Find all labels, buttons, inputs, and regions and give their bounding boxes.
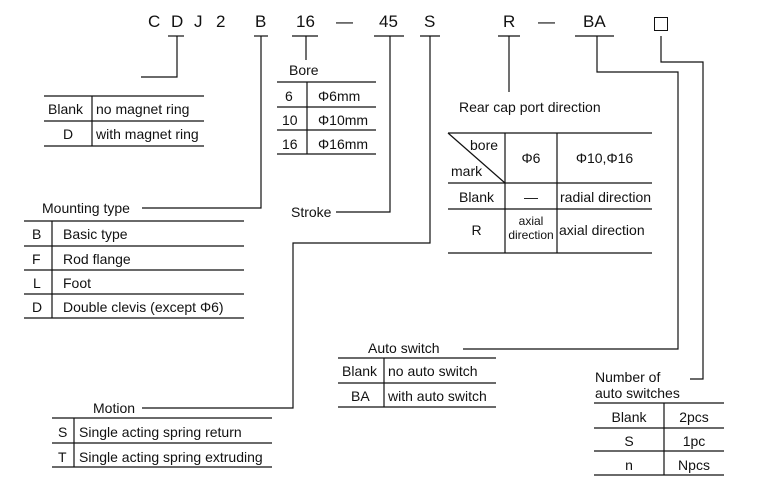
- rear-cap-row-blank-phi6: —: [524, 189, 538, 205]
- stroke-title: Stroke: [291, 204, 332, 220]
- magnet-row-d-desc: with magnet ring: [96, 126, 199, 142]
- rear-cap-header-mark: mark: [451, 163, 483, 179]
- bore-row-10-code: 10: [282, 112, 298, 128]
- num-switches-row-n-code: n: [625, 457, 633, 473]
- num-switches-title-line2: auto switches: [595, 385, 680, 401]
- mounting-row-d-code: D: [32, 299, 43, 315]
- code-r: R: [503, 12, 516, 31]
- motion-row-t-code: T: [58, 449, 67, 465]
- mounting-row-b-desc: Basic type: [63, 226, 128, 242]
- mounting-row-l-desc: Foot: [63, 275, 92, 291]
- num-switches-title-line1: Number of: [595, 369, 661, 385]
- mounting-row-f-code: F: [32, 251, 41, 267]
- rear-cap-row-r-phi10-16: axial direction: [559, 222, 645, 238]
- mounting-row-l-code: L: [33, 275, 41, 291]
- motion-row-t-desc: Single acting spring extruding: [79, 449, 263, 465]
- code-b: B: [255, 12, 267, 31]
- mounting-row-b-code: B: [32, 226, 42, 242]
- magnet-row-blank-code: Blank: [48, 101, 84, 117]
- bore-title: Bore: [289, 62, 319, 78]
- rear-cap-row-r-phi6-line2: direction: [508, 228, 554, 242]
- auto-switch-row-ba-code: BA: [351, 388, 370, 404]
- num-switches-row-n-desc: Npcs: [678, 457, 710, 473]
- code-switch-count-box: [654, 17, 668, 31]
- code-45: 45: [379, 12, 398, 31]
- code-ba: BA: [583, 12, 606, 31]
- rear-cap-row-blank-phi10-16: radial direction: [560, 189, 652, 205]
- auto-switch-row-blank-code: Blank: [342, 363, 378, 379]
- motion-title: Motion: [93, 400, 136, 416]
- magnet-row-d-code: D: [63, 126, 74, 142]
- rear-cap-title: Rear cap port direction: [459, 99, 601, 115]
- mounting-title: Mounting type: [42, 200, 130, 216]
- code-j: J: [194, 12, 203, 31]
- mounting-row-d-desc: Double clevis (except Φ6): [63, 299, 224, 315]
- rear-cap-header-phi6: Φ6: [521, 150, 541, 166]
- code-dash-1: —: [336, 12, 353, 31]
- bore-row-10-desc: Φ10mm: [318, 112, 369, 128]
- rear-cap-row-r-mark: R: [471, 222, 482, 238]
- code-d: D: [171, 12, 184, 31]
- magnet-row-blank-desc: no magnet ring: [96, 101, 190, 117]
- auto-switch-title: Auto switch: [368, 340, 440, 356]
- code-c: C: [148, 12, 161, 31]
- num-switches-row-s-desc: 1pc: [682, 433, 706, 449]
- auto-switch-row-blank-desc: no auto switch: [388, 363, 478, 379]
- code-dash-2: —: [538, 12, 555, 31]
- rear-cap-header-phi10-16: Φ10,Φ16: [575, 150, 634, 166]
- rear-cap-row-blank-mark: Blank: [458, 189, 495, 205]
- bore-row-16-desc: Φ16mm: [318, 136, 369, 152]
- bore-row-6-code: 6: [285, 88, 293, 104]
- auto-switch-row-ba-desc: with auto switch: [388, 388, 487, 404]
- num-switches-row-blank-code: Blank: [611, 409, 647, 425]
- rear-cap-header-bore: bore: [470, 137, 499, 153]
- mounting-row-f-desc: Rod flange: [63, 251, 131, 267]
- rear-cap-row-r-phi6-line1: axial: [518, 214, 544, 228]
- code-s: S: [424, 12, 436, 31]
- motion-row-s-desc: Single acting spring return: [79, 424, 242, 440]
- code-2: 2: [216, 12, 226, 31]
- code-16: 16: [296, 12, 315, 31]
- bore-row-6-desc: Φ6mm: [318, 88, 361, 104]
- motion-row-s-code: S: [58, 424, 68, 440]
- bore-row-16-code: 16: [282, 136, 298, 152]
- num-switches-row-s-code: S: [624, 433, 634, 449]
- num-switches-row-blank-desc: 2pcs: [679, 409, 709, 425]
